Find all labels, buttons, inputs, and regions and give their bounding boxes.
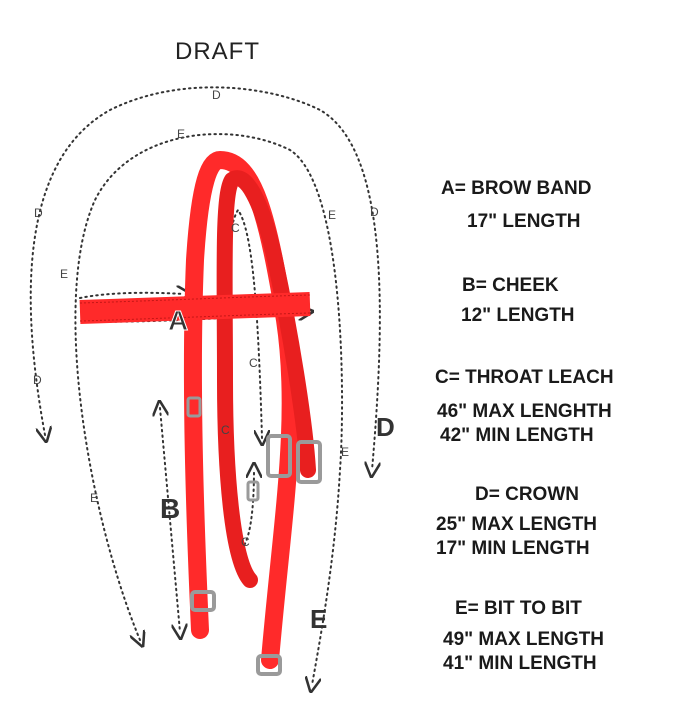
spec-e-heading: E= BIT TO BIT — [455, 598, 582, 619]
measurement-d-crown — [29, 86, 381, 470]
spec-d-line2: 17" MIN LENGTH — [436, 538, 590, 559]
spec-a-line1: 17" LENGTH — [467, 211, 581, 232]
label-c-bottom: C — [241, 535, 250, 549]
label-e-left-upper: E — [60, 267, 68, 281]
spec-d-heading: D= CROWN — [475, 484, 579, 505]
diagram-title: DRAFT — [175, 38, 260, 65]
spec-c-heading: C= THROAT LEACH — [435, 367, 614, 388]
label-b: B — [160, 493, 180, 524]
label-e-left-lower: E — [90, 491, 98, 505]
label-c-mid: C — [249, 356, 258, 370]
buckle-left-cheek — [190, 590, 216, 612]
label-e-top: E — [177, 127, 185, 141]
label-e-right-lower: E — [341, 445, 349, 459]
label-c-left: C — [221, 423, 230, 437]
label-d-left-upper: D — [34, 206, 43, 220]
spec-c-line1: 46" MAX LENGHTH — [437, 401, 612, 422]
measurement-b-cheek — [160, 408, 180, 632]
bridle-headstall — [79, 150, 316, 669]
label-a: A — [168, 305, 188, 336]
spec-b-heading: B= CHEEK — [462, 275, 559, 296]
label-d-large: D — [376, 412, 395, 442]
label-c-top: C — [231, 221, 240, 235]
buckle-bottom — [256, 654, 282, 676]
buckle-upper-left — [266, 434, 292, 478]
spec-e-line2: 41" MIN LENGTH — [443, 653, 597, 674]
spec-d-line1: 25" MAX LENGTH — [436, 514, 598, 535]
spec-b-line1: 12" LENGTH — [461, 305, 575, 326]
buckle-upper-right — [296, 440, 322, 484]
spec-a-heading: A= BROW BAND — [441, 178, 592, 199]
measurement-e-bit-to-bit — [74, 133, 344, 685]
label-d-left-lower: D — [33, 373, 42, 387]
label-e-right-upper: E — [328, 208, 336, 222]
label-d-right: D — [370, 205, 379, 219]
buckle-brow-left — [186, 396, 202, 418]
spec-e-line1: 49" MAX LENGTH — [443, 629, 605, 650]
spec-c-line2: 42" MIN LENGTH — [440, 425, 594, 446]
label-e-large: E — [310, 604, 327, 634]
buckle-throat — [246, 480, 260, 502]
label-d-top: D — [212, 88, 221, 102]
